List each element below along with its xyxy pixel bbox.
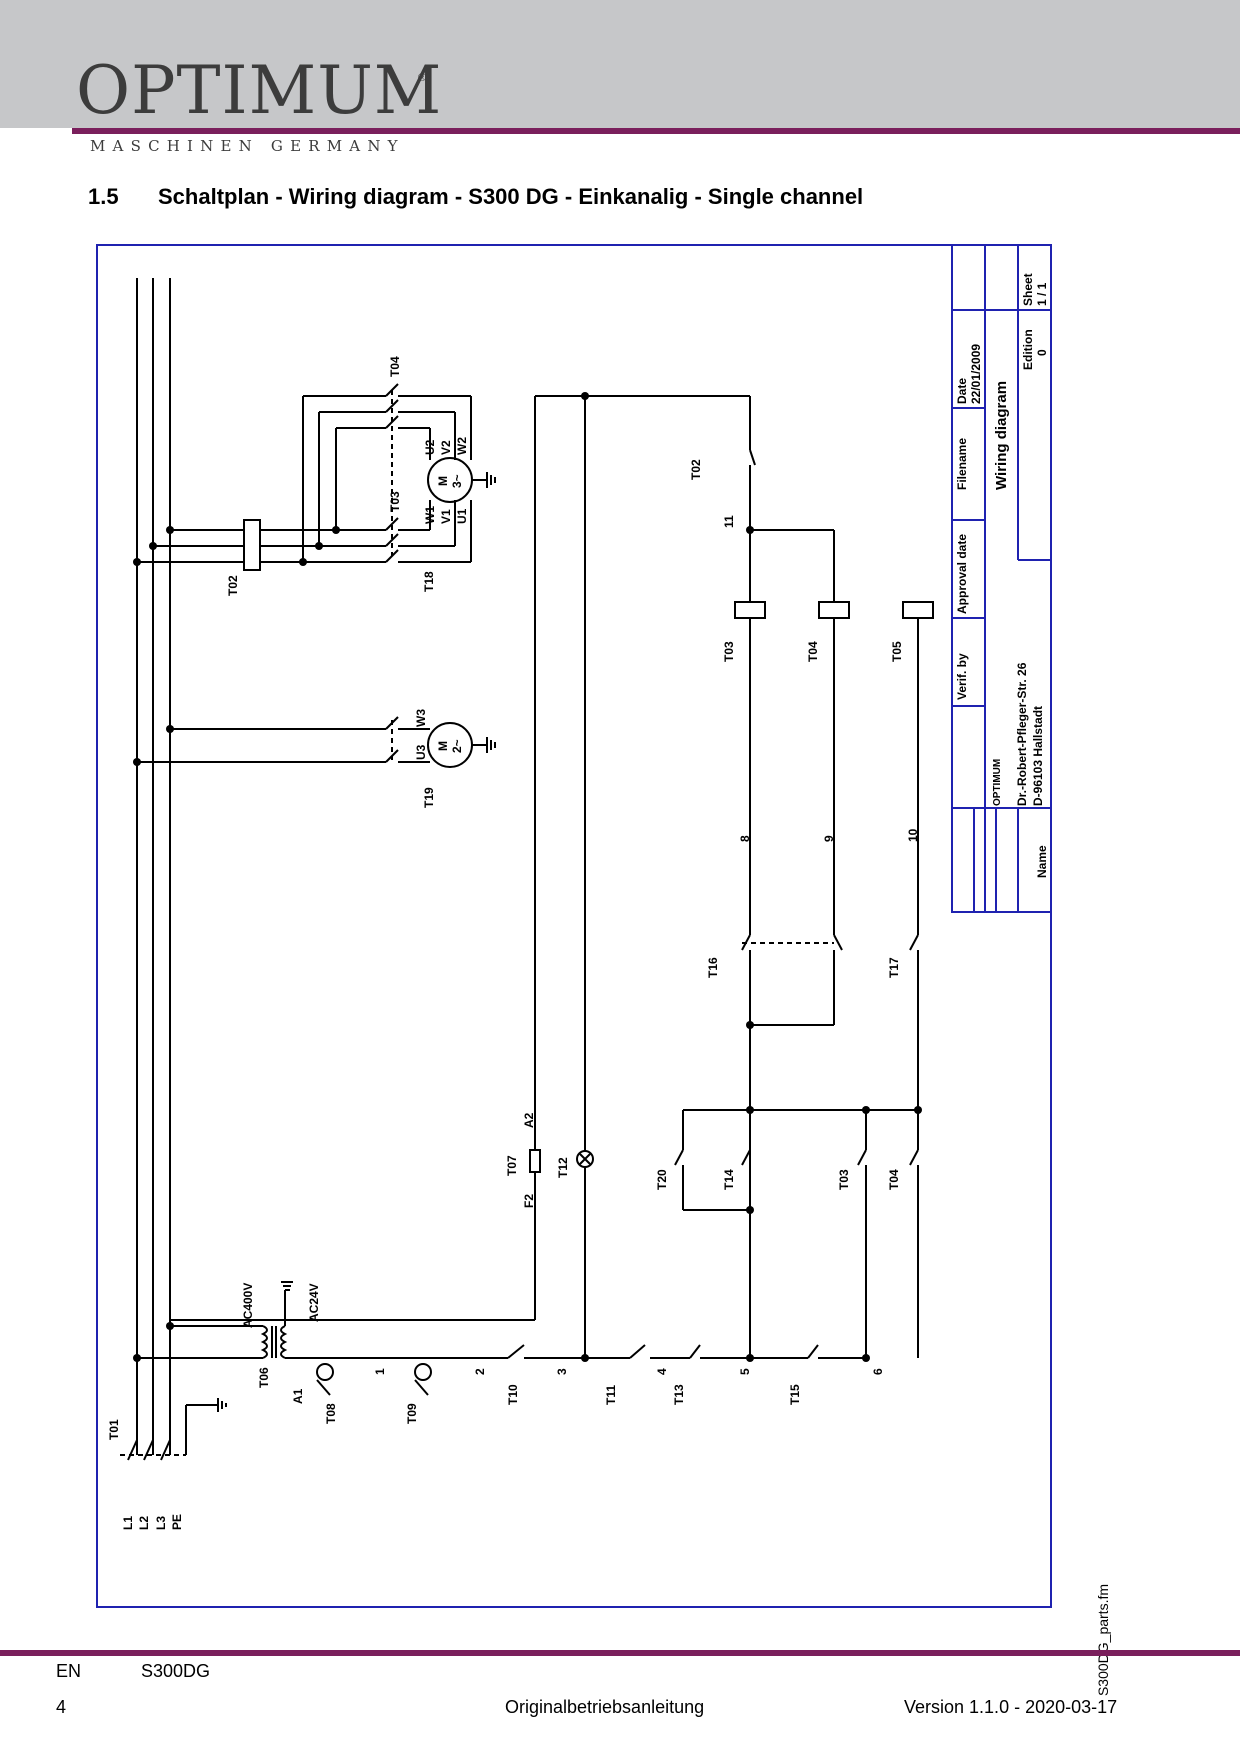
wire-5: 5 — [738, 1368, 752, 1375]
optimum-logo: OPTIMUM — [76, 52, 443, 129]
label-t09: T09 — [405, 1403, 419, 1424]
label-a1: A1 — [291, 1388, 305, 1404]
label-t13: T13 — [672, 1384, 686, 1405]
tb-date-label: Date — [955, 378, 969, 404]
label-v1: V1 — [439, 509, 453, 524]
label-w3: W3 — [414, 709, 428, 727]
wiring — [120, 278, 934, 1461]
section-title: Schaltplan - Wiring diagram - S300 DG - … — [158, 184, 864, 209]
tb-company-logo: OPTIMUM — [992, 759, 1003, 806]
wire-8: 8 — [738, 835, 752, 842]
header-rule — [72, 128, 1240, 134]
logo-subtitle: MASCHINEN GERMANY — [90, 137, 405, 155]
label-t01: T01 — [107, 1419, 121, 1440]
title-block — [951, 244, 1052, 913]
label-t08: T08 — [324, 1403, 338, 1424]
label-t12: T12 — [556, 1157, 570, 1178]
label-t16: T16 — [706, 957, 720, 978]
wire-9: 9 — [822, 835, 836, 842]
diagram-frame — [96, 244, 1052, 1608]
label-u2: U2 — [423, 439, 437, 455]
tb-filename-value: Wiring diagram — [993, 381, 1010, 490]
footer-page-number: 4 — [56, 1697, 67, 1717]
label-v2: V2 — [439, 440, 453, 455]
footer-document-name: Originalbetriebsanleitung — [505, 1697, 705, 1717]
label-t15: T15 — [788, 1384, 802, 1405]
label-w1: W1 — [423, 506, 437, 524]
label-t14: T14 — [722, 1169, 736, 1190]
label-ac24v: AC24V — [307, 1283, 321, 1322]
label-t19: T19 — [422, 787, 436, 808]
label-f2: F2 — [522, 1194, 536, 1208]
label-t04-power: T04 — [388, 356, 402, 377]
wire-1: 1 — [373, 1368, 387, 1375]
label-m2-m: M — [436, 741, 450, 751]
label-t04-aux: T04 — [887, 1169, 901, 1190]
wire-10: 10 — [906, 828, 920, 842]
label-t20: T20 — [655, 1169, 669, 1190]
label-l1: L1 — [121, 1516, 135, 1530]
label-t05-coil: T05 — [890, 641, 904, 662]
junction-dots — [133, 392, 922, 1362]
label-w2: W2 — [455, 437, 469, 455]
label-t02-contactor: T02 — [226, 575, 240, 596]
registered-mark: ® — [418, 72, 427, 84]
label-t04-coil: T04 — [806, 641, 820, 662]
tb-name-label: Name — [1035, 845, 1049, 878]
label-t03-power: T03 — [388, 491, 402, 512]
tb-address-city: D-96103 Hallstadt — [1031, 706, 1045, 806]
label-t17: T17 — [887, 957, 901, 978]
label-u1: U1 — [455, 508, 469, 524]
label-t03-aux: T03 — [837, 1169, 851, 1190]
label-t10: T10 — [506, 1384, 520, 1405]
label-t07: T07 — [505, 1155, 519, 1176]
label-m1-m: M — [436, 476, 450, 486]
tb-date-value: 22/01/2009 — [969, 344, 983, 404]
label-t06: T06 — [257, 1367, 271, 1388]
wire-3: 3 — [555, 1368, 569, 1375]
label-t03-coil: T03 — [722, 641, 736, 662]
tb-approval-label: Approval date — [955, 534, 969, 614]
footer-model: S300DG — [141, 1661, 211, 1681]
label-m2-phase: 2~ — [450, 739, 464, 753]
section-number: 1.5 — [88, 184, 119, 209]
footer-rule — [0, 1650, 1240, 1656]
label-t18: T18 — [422, 571, 436, 592]
label-pe: PE — [170, 1514, 184, 1530]
label-l2: L2 — [137, 1516, 151, 1530]
label-t02-switch: T02 — [689, 459, 703, 480]
label-ac400v: AC400V — [241, 1283, 255, 1328]
wire-11: 11 — [722, 515, 736, 528]
label-a2: A2 — [522, 1112, 536, 1128]
wire-4: 4 — [655, 1368, 669, 1375]
side-filename: S300DG_parts.fm — [1095, 1583, 1111, 1697]
header-band — [0, 0, 1240, 128]
label-l3: L3 — [154, 1516, 168, 1530]
tb-sheet-label: Sheet — [1021, 273, 1035, 306]
tb-filename-label: Filename — [955, 438, 969, 490]
tb-address-street: Dr.-Robert-Pfleger-Str. 26 — [1015, 662, 1029, 806]
wire-6: 6 — [871, 1368, 885, 1375]
tb-sheet-value: 1 / 1 — [1035, 282, 1049, 306]
footer-language: EN — [56, 1661, 82, 1681]
tb-verif-label: Verif. by — [955, 653, 969, 700]
label-m1-phase: 3~ — [450, 474, 464, 488]
label-t11: T11 — [604, 1385, 618, 1405]
wire-2: 2 — [473, 1368, 487, 1375]
label-u3: U3 — [414, 744, 428, 760]
footer-version: Version 1.1.0 - 2020-03-17 — [904, 1697, 1118, 1717]
tb-edition-value: 0 — [1035, 349, 1049, 356]
tb-edition-label: Edition — [1021, 329, 1035, 370]
